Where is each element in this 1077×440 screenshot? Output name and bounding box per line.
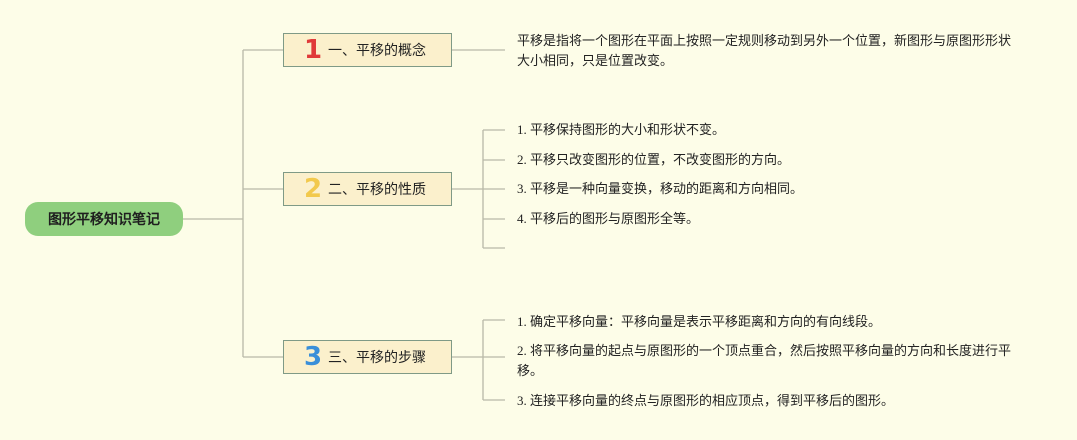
root-label: 图形平移知识笔记: [48, 212, 160, 228]
topic-2-leaf-2[interactable]: 2. 平移只改变图形的位置，不改变图形的方向。: [517, 152, 791, 167]
topic-2-label: 二、平移的性质: [328, 182, 426, 198]
topic-2-leaf-4[interactable]: 4. 平移后的图形与原图形全等。: [517, 211, 700, 226]
topic-3-leaf-2[interactable]: 2. 将平移向量的起点与原图形的一个顶点重合，然后按照平移向量的方向和长度进行平…: [517, 343, 1012, 378]
topic-2-node[interactable]: 2 二、平移的性质: [283, 172, 452, 206]
topic-2-leaf-3[interactable]: 3. 平移是一种向量变换，移动的距离和方向相同。: [517, 181, 804, 196]
topic-1-leaf-1[interactable]: 平移是指将一个图形在平面上按照一定规则移动到另外一个位置，新图形与原图形形状大小…: [517, 33, 1012, 68]
number-3-icon: 3: [303, 342, 323, 372]
topic-1-label: 一、平移的概念: [328, 43, 426, 59]
number-1-icon: 1: [303, 35, 323, 65]
topic-2-leaf-1[interactable]: 1. 平移保持图形的大小和形状不变。: [517, 122, 726, 137]
topic-3-leaf-3[interactable]: 3. 连接平移向量的终点与原图形的相应顶点，得到平移后的图形。: [517, 393, 895, 408]
number-2-icon: 2: [303, 174, 323, 204]
root-node[interactable]: 图形平移知识笔记: [25, 202, 183, 236]
topic-3-node[interactable]: 3 三、平移的步骤: [283, 340, 452, 374]
topic-1-node[interactable]: 1 一、平移的概念: [283, 33, 452, 67]
topic-3-label: 三、平移的步骤: [328, 350, 426, 366]
topic-3-leaf-1[interactable]: 1. 确定平移向量：平移向量是表示平移距离和方向的有向线段。: [517, 314, 882, 329]
